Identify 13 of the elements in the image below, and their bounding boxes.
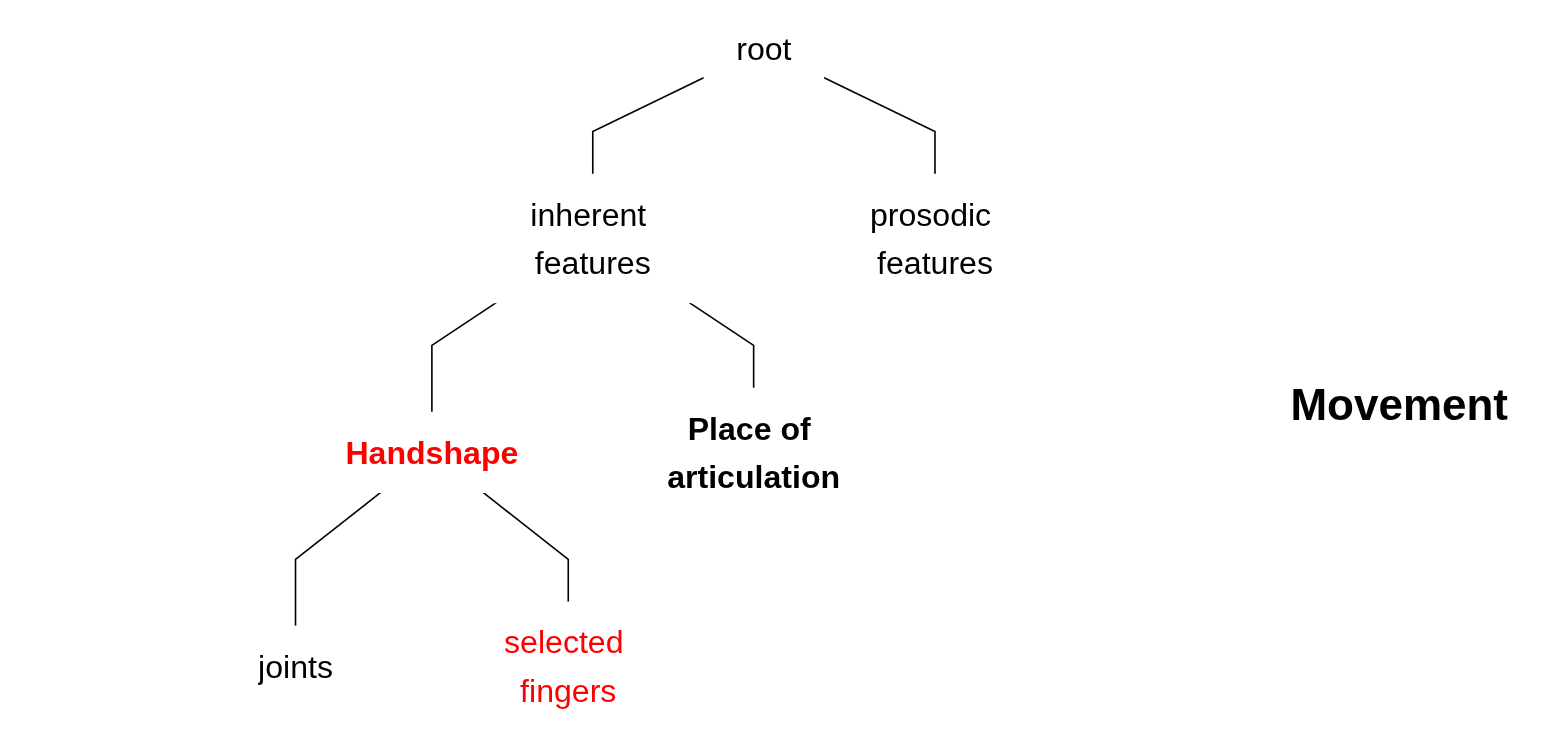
node-text: prosodic features xyxy=(869,196,993,281)
connector xyxy=(482,491,570,603)
node-text: Place of articulation xyxy=(667,410,841,495)
node-text: Handshape xyxy=(345,434,519,471)
node-text: selected fingers xyxy=(504,624,624,708)
connector xyxy=(431,301,498,414)
node-text: joints xyxy=(258,648,333,684)
connector xyxy=(591,76,705,176)
node-text: root xyxy=(736,31,792,67)
node-text: inherent features xyxy=(530,196,651,281)
feature-label: Movement xyxy=(1290,380,1508,430)
connector xyxy=(294,491,382,627)
connector xyxy=(688,301,755,390)
